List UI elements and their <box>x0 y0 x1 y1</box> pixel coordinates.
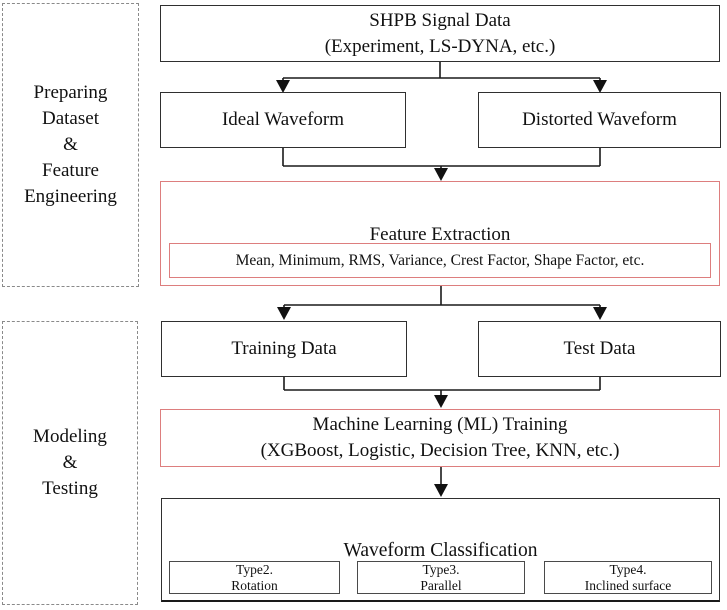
node-ml-training: Machine Learning (ML) Training (XGBoost,… <box>160 409 720 467</box>
phase-modeling-testing: Modeling & Testing <box>2 321 138 605</box>
type-box-rotation: Type2. Rotation <box>169 561 340 594</box>
node-test-data: Test Data <box>478 321 721 377</box>
feature-list-box: Mean, Minimum, RMS, Variance, Crest Fact… <box>169 243 711 278</box>
node-ideal-waveform: Ideal Waveform <box>160 92 406 148</box>
node-distorted-waveform: Distorted Waveform <box>478 92 721 148</box>
node-training-data: Training Data <box>161 321 407 377</box>
node-shpb-signal-data: SHPB Signal Data (Experiment, LS-DYNA, e… <box>160 5 720 62</box>
node-waveform-classification: Waveform Classification Type2. Rotation … <box>161 498 720 602</box>
feature-extraction-title: Feature Extraction <box>369 224 511 245</box>
node-feature-extraction: Feature Extraction Mean, Minimum, RMS, V… <box>160 181 720 286</box>
waveform-classification-title: Waveform Classification <box>343 540 538 561</box>
phase-modeling-label: Modeling & Testing <box>33 426 107 499</box>
phase-preparing-dataset: Preparing Dataset & Feature Engineering <box>2 3 139 287</box>
phase-preparing-label: Preparing Dataset & Feature Engineering <box>24 82 117 207</box>
type-box-inclined-surface: Type4. Inclined surface <box>544 561 712 594</box>
type-box-parallel: Type3. Parallel <box>357 561 525 594</box>
